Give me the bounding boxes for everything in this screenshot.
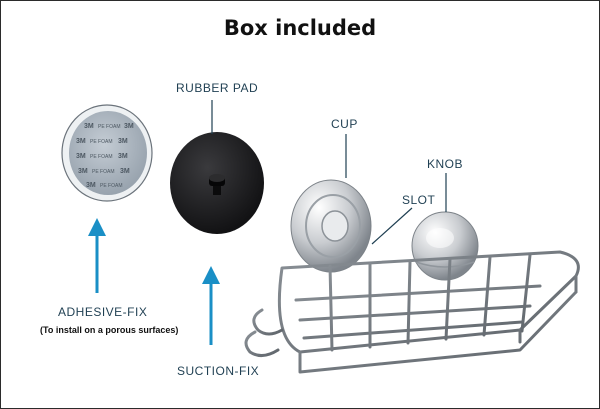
label-adhesive-note: (To install on a porous surfaces) xyxy=(40,325,179,335)
label-adhesive-fix: ADHESIVE-FIX xyxy=(58,305,148,319)
svg-text:PE FOAM: PE FOAM xyxy=(90,154,113,160)
svg-text:PE FOAM: PE FOAM xyxy=(100,183,123,189)
label-rubber-pad: RUBBER PAD xyxy=(176,81,259,95)
wire-basket xyxy=(244,250,580,374)
label-suction-fix: SUCTION-FIX xyxy=(177,364,260,378)
svg-text:3M: 3M xyxy=(76,153,86,160)
svg-text:3M: 3M xyxy=(124,123,134,130)
svg-text:PE FOAM: PE FOAM xyxy=(98,124,121,130)
leader-lines xyxy=(211,100,447,245)
label-cup: CUP xyxy=(331,117,358,131)
svg-text:3M: 3M xyxy=(76,138,86,145)
svg-text:3M: 3M xyxy=(118,138,128,145)
svg-text:PE FOAM: PE FOAM xyxy=(90,139,113,145)
page-title: Box included xyxy=(223,16,377,40)
rubber-pad xyxy=(170,132,264,234)
svg-text:PE FOAM: PE FOAM xyxy=(92,169,115,175)
svg-text:3M: 3M xyxy=(78,168,88,175)
label-knob: KNOB xyxy=(427,157,464,171)
suction-cup xyxy=(290,179,372,273)
arrow-suction xyxy=(202,266,220,345)
arrow-adhesive xyxy=(88,218,106,293)
label-slot: SLOT xyxy=(402,193,436,207)
knob xyxy=(411,211,479,281)
svg-text:3M: 3M xyxy=(120,168,130,175)
svg-text:3M: 3M xyxy=(118,153,128,160)
svg-text:3M: 3M xyxy=(86,182,96,189)
svg-text:3M: 3M xyxy=(84,123,94,130)
